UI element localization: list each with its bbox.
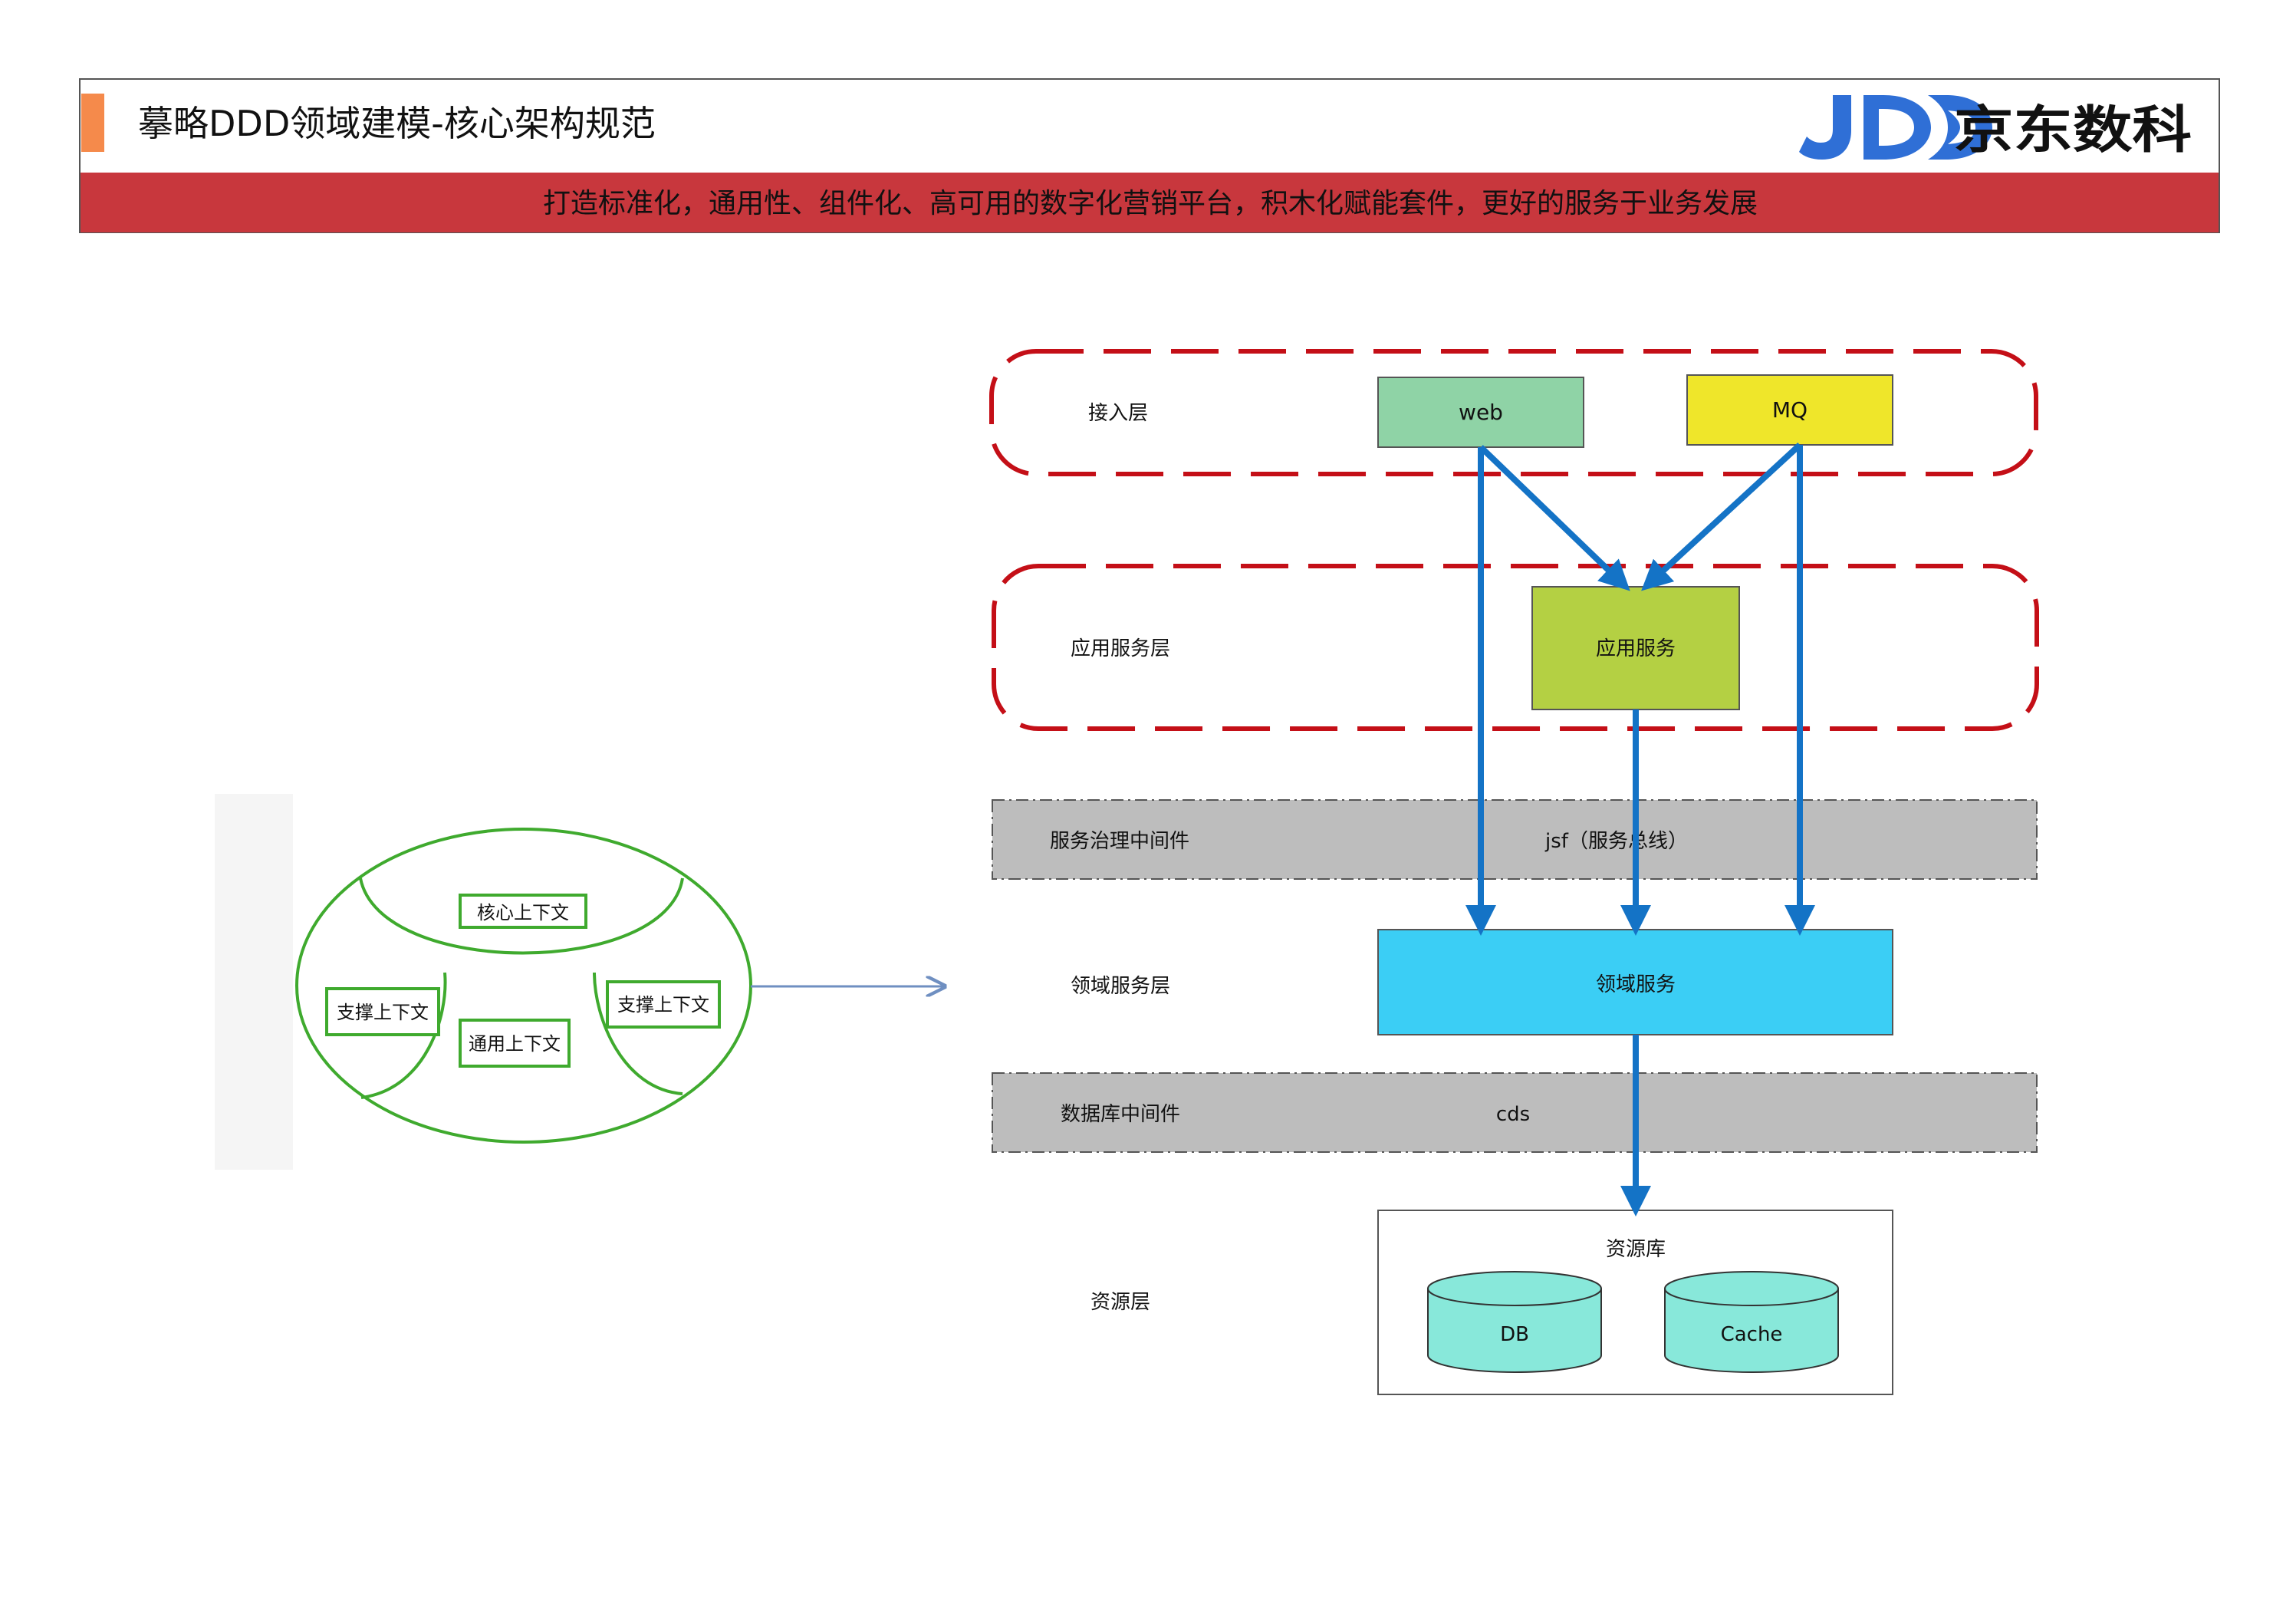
- db-middleware-label: 数据库中间件: [1061, 1103, 1180, 1126]
- web-node-label: web: [1459, 400, 1503, 425]
- app-service-node: [1531, 586, 1740, 710]
- db-middleware-band: [992, 1072, 2038, 1153]
- service-governance-label: 服务治理中间件: [1050, 830, 1189, 853]
- left-region-divider: [360, 972, 447, 1099]
- app-service-layer-boundary: [992, 564, 2039, 731]
- support-right-context-label: 支撑上下文: [617, 994, 709, 1016]
- context-map-shadow: [215, 794, 293, 1170]
- jdd-logo: 京东数科: [1799, 95, 2192, 160]
- mq-node: [1686, 374, 1893, 446]
- support-right-context-box: [606, 980, 721, 1029]
- slide-header: 摹略DDD领域建模-核心架构规范 京东数科 打造标准化，通用性、组件化、高可用的…: [79, 78, 2220, 233]
- access-layer-label: 接入层: [1088, 402, 1148, 425]
- right-region-divider: [593, 972, 683, 1095]
- architecture-diagram: 接入层 web MQ 应用服务层 应用服务 服务治理中间件 jsf（服务总线） …: [989, 349, 2039, 1395]
- cache-label: Cache: [1721, 1323, 1783, 1346]
- domain-service-layer-label: 领域服务层: [1071, 975, 1170, 998]
- cache-cylinder: Cache: [1664, 1271, 1839, 1373]
- web-node: [1377, 377, 1584, 448]
- cds-label: cds: [1496, 1103, 1530, 1126]
- resource-layer-label: 资源层: [1090, 1291, 1150, 1314]
- generic-context-box: [459, 1019, 571, 1068]
- jsf-label: jsf（服务总线）: [1544, 830, 1688, 853]
- service-governance-band: [992, 799, 2038, 880]
- title-accent-bar: [81, 94, 104, 152]
- app-service-node-label: 应用服务: [1596, 637, 1676, 660]
- logo-text: 京东数科: [1954, 100, 2192, 160]
- banner-text: 打造标准化，通用性、组件化、高可用的数字化营销平台，积木化赋能套件，更好的服务于…: [543, 188, 1758, 219]
- flow-arrows: [1465, 443, 1815, 1216]
- support-left-context-label: 支撑上下文: [337, 1002, 429, 1023]
- core-context-box: [459, 894, 587, 929]
- slide-title: 摹略DDD领域建模-核心架构规范: [138, 103, 656, 144]
- jdd-logo-mark: [1799, 95, 1992, 160]
- access-layer-boundary: [989, 349, 2038, 476]
- support-left-context-box: [325, 987, 440, 1036]
- core-region-divider: [359, 877, 684, 955]
- resource-pool-label: 资源库: [1606, 1238, 1666, 1261]
- context-map: 核心上下文 支撑上下文 支撑上下文 通用上下文: [215, 794, 945, 1170]
- db-cylinder: DB: [1427, 1271, 1602, 1373]
- core-context-label: 核心上下文: [477, 902, 569, 923]
- mq-node-label: MQ: [1772, 397, 1808, 423]
- domain-service-node-label: 领域服务: [1596, 973, 1676, 996]
- db-label: DB: [1500, 1323, 1529, 1346]
- web-to-app-service-arrow: [1479, 445, 1630, 591]
- generic-context-label: 通用上下文: [469, 1033, 561, 1055]
- app-service-layer-label: 应用服务层: [1071, 637, 1170, 660]
- banner-bar: [81, 173, 2219, 232]
- mq-to-app-service-arrow: [1641, 443, 1802, 591]
